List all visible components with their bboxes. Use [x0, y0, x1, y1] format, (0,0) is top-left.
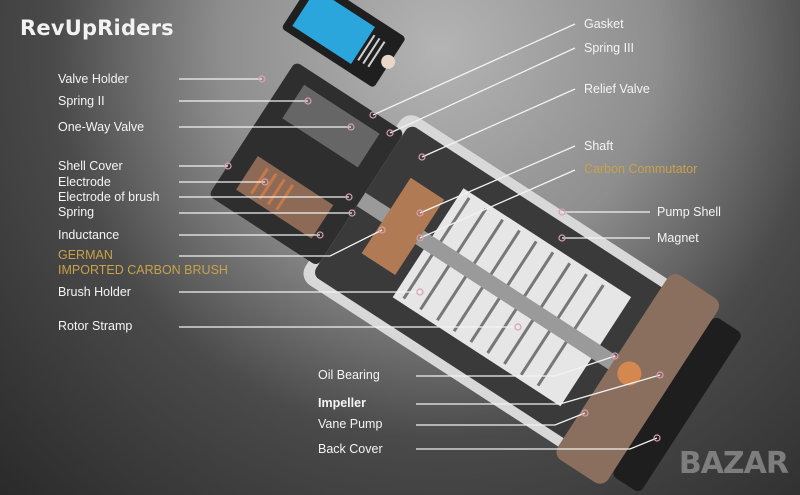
watermark: BAZAR	[678, 446, 789, 481]
callout-dots	[224, 75, 664, 442]
label-imported-carbon-brush: IMPORTED CARBON BRUSH	[58, 263, 228, 277]
label-spring-ii: Spring II	[58, 94, 105, 108]
label-back-cover: Back Cover	[318, 442, 383, 456]
brand-logo: RevUpRiders	[20, 16, 174, 40]
back-cover	[613, 317, 741, 492]
label-electrode: Electrode	[58, 175, 111, 189]
label-shaft: Shaft	[584, 139, 614, 153]
label-valve-holder: Valve Holder	[58, 72, 129, 86]
label-spring-iii: Spring III	[584, 41, 635, 55]
label-inductance: Inductance	[58, 228, 120, 242]
label-magnet: Magnet	[657, 231, 699, 245]
label-oil-bearing: Oil Bearing	[318, 368, 380, 382]
valve-holder	[292, 0, 375, 64]
label-spring: Spring	[58, 205, 95, 219]
label-german: GERMAN	[58, 248, 113, 262]
label-carbon-commutator: Carbon Commutator	[584, 162, 698, 176]
label-shell-cover: Shell Cover	[58, 159, 123, 173]
label-electrode-of-brush: Electrode of brush	[58, 190, 160, 204]
label-relief-valve: Relief Valve	[584, 82, 650, 96]
shell-cover	[210, 63, 403, 264]
oil-bearing	[617, 361, 642, 386]
label-impeller: Impeller	[318, 396, 366, 410]
label-rotor-stramp: Rotor Stramp	[58, 319, 133, 333]
label-one-way-valve: One-Way Valve	[58, 120, 145, 134]
leader-lines	[179, 23, 661, 450]
label-brush-holder: Brush Holder	[58, 285, 131, 299]
label-vane-pump: Vane Pump	[318, 417, 383, 431]
label-pump-shell: Pump Shell	[657, 205, 721, 219]
commutator	[361, 177, 445, 276]
label-gasket: Gasket	[584, 17, 624, 31]
